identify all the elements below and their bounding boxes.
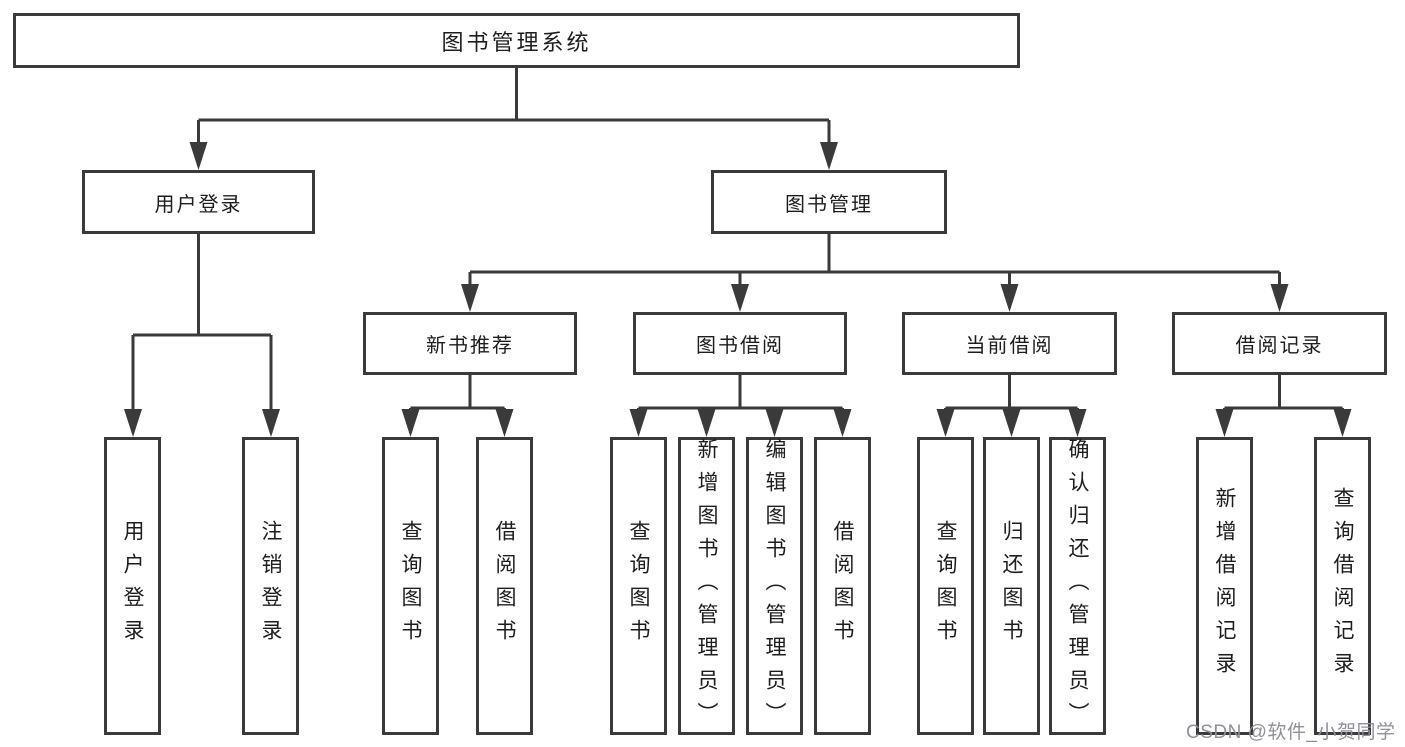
arrowhead-icons bbox=[124, 142, 1352, 437]
node-book-borrow: 图书借阅 bbox=[633, 312, 847, 375]
leaf-borrow-books-recommend: 借阅图书 bbox=[476, 437, 533, 735]
node-new-book-recommend: 新书推荐 bbox=[363, 312, 577, 375]
leaf-query-books-recommend: 查询图书 bbox=[382, 437, 439, 735]
node-current-borrow: 当前借阅 bbox=[902, 312, 1117, 375]
leaf-add-borrow-record: 新增借阅记录 bbox=[1196, 437, 1253, 735]
leaf-query-books-borrow: 查询图书 bbox=[610, 437, 667, 735]
leaf-edit-book-admin: 编辑图书（管理员） bbox=[746, 437, 803, 735]
node-borrow-records: 借阅记录 bbox=[1172, 312, 1387, 375]
leaf-confirm-return-admin: 确认归还（管理员） bbox=[1049, 437, 1106, 735]
leaf-return-book: 归还图书 bbox=[983, 437, 1040, 735]
node-book-management: 图书管理 bbox=[711, 170, 947, 234]
csdn-watermark: CSDN @软件_小贺同学 bbox=[1186, 722, 1396, 743]
leaf-query-books-current: 查询图书 bbox=[917, 437, 974, 735]
leaf-logout: 注销登录 bbox=[242, 437, 299, 735]
leaf-user-login: 用户登录 bbox=[104, 437, 161, 735]
leaf-borrow-books: 借阅图书 bbox=[814, 437, 871, 735]
leaf-query-borrow-record: 查询借阅记录 bbox=[1314, 437, 1371, 735]
connector-path bbox=[131, 68, 1344, 433]
node-user-login: 用户登录 bbox=[82, 170, 315, 234]
leaf-add-book-admin: 新增图书（管理员） bbox=[678, 437, 735, 735]
node-library-system: 图书管理系统 bbox=[13, 13, 1020, 68]
